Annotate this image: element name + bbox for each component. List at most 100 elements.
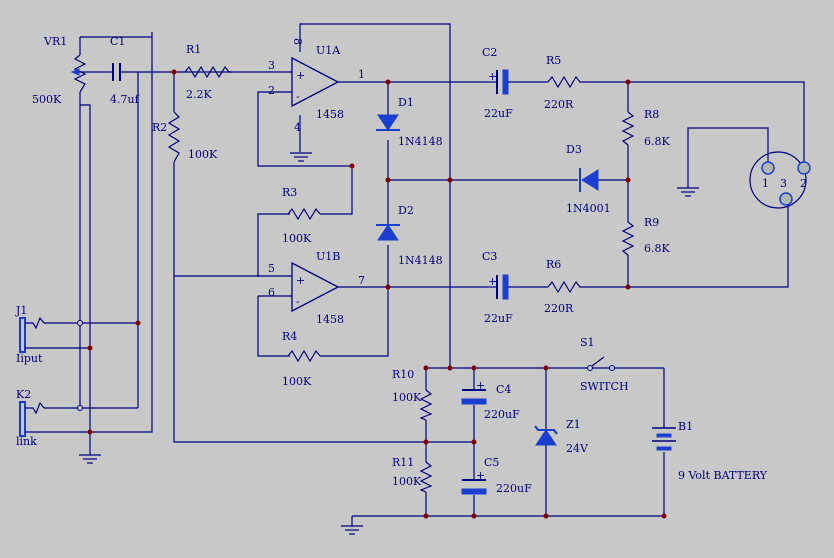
c2-plus: + [488,70,497,83]
u1a-opamp [291,56,340,108]
pin6-label: 6 [268,286,275,299]
r5-resistor [547,75,582,89]
r3-label: R3 [282,186,297,199]
r8-resistor [621,111,635,146]
c5-value: 220uF [496,482,532,495]
b1-name: 9 Volt BATTERY [678,469,768,482]
r5-label: R5 [546,54,561,67]
k2-jack [19,401,45,437]
r5-value: 220R [544,98,574,111]
r9-resistor [621,221,635,256]
xlr-connector [749,151,811,209]
d1-diode [376,114,400,131]
r11-value: 100K [392,475,422,488]
j1-jack [19,316,45,353]
r11-resistor [419,461,433,493]
r2-resistor [167,111,181,163]
c2-value: 22uF [484,107,513,120]
u1a-plus: + [296,69,305,82]
d1-value: 1N4148 [398,135,443,148]
pin7-label: 7 [358,274,365,287]
r10-resistor [419,389,433,421]
k2-label: K2 [16,388,31,401]
d3-value: 1N4001 [566,202,611,215]
r2-value: 100K [188,148,218,161]
ground-symbol-xlr [677,187,699,197]
r1-value: 2.2K [186,88,212,101]
r3-resistor [287,207,321,221]
c4-plus: + [476,379,485,392]
wires [44,23,805,517]
jack-contacts [77,320,83,411]
r9-value: 6.8K [644,242,670,255]
c5-capacitor [461,479,487,495]
vr1-value: 500K [32,93,62,106]
r4-resistor [287,349,321,363]
c1-value: 4.7uf [110,93,140,106]
pin8-label: 8 [291,38,304,45]
u1a-model: 1458 [316,108,344,121]
r2-label: R2 [152,121,167,134]
j1-name: Iiput [16,352,43,365]
c1-capacitor [108,63,126,81]
s1-switch [587,356,615,371]
xlr-pin3: 3 [780,177,787,190]
c5-label: C5 [484,456,499,469]
r10-value: 100K [392,391,422,404]
pin2-label: 2 [268,84,275,97]
z1-value: 24V [566,442,589,455]
r6-value: 220R [544,302,574,315]
u1b-plus: + [296,274,305,287]
r8-label: R8 [644,108,659,121]
c4-label: C4 [496,383,511,396]
j1-label: J1 [15,304,27,317]
c3-value: 22uF [484,312,513,325]
u1a-minus: - [296,90,300,103]
ground-symbol-bottom [341,516,363,535]
vr1-to-ground-wire [79,92,91,455]
r6-label: R6 [546,258,561,271]
u1b-opamp [291,261,340,313]
ground-symbol-left [79,454,101,464]
r11-label: R11 [392,456,414,469]
r1-resistor [184,65,232,79]
c2-capacitor [484,69,518,95]
r1-label: R1 [186,43,201,56]
component-labels: VR1 500K C1 4.7uf R1 2.2K R2 100K U1A 14… [15,35,807,495]
z1-label: Z1 [566,418,581,431]
u1a-label: U1A [316,44,341,57]
r4-value: 100K [282,375,312,388]
d2-diode [376,224,400,241]
d3-diode [579,168,599,192]
pin3-label: 3 [268,59,275,72]
c2-label: C2 [482,46,497,59]
r8-value: 6.8K [644,135,670,148]
xlr-pin2: 2 [800,177,807,190]
vr1-label: VR1 [43,35,67,48]
c3-label: C3 [482,250,497,263]
s1-label: S1 [580,336,595,349]
xlr-pin1: 1 [762,177,769,190]
c5-plus: + [476,469,485,482]
u1b-model: 1458 [316,313,344,326]
pin4-label: 4 [294,121,301,134]
b1-battery [652,427,676,451]
d2-label: D2 [398,204,414,217]
pin1-label: 1 [358,68,365,81]
b1-label: B1 [678,420,693,433]
d1-label: D1 [398,96,414,109]
s1-name: SWITCH [580,380,629,393]
c3-capacitor [484,274,518,300]
z1-zener [534,425,558,446]
ground-symbol-u1a [290,152,312,162]
u1b-label: U1B [316,250,340,263]
r3-value: 100K [282,232,312,245]
r4-label: R4 [282,330,297,343]
pin5-label: 5 [268,262,275,275]
r9-label: R9 [644,216,659,229]
junction-nodes [87,69,667,519]
r6-resistor [547,280,582,294]
c4-capacitor [461,389,487,405]
